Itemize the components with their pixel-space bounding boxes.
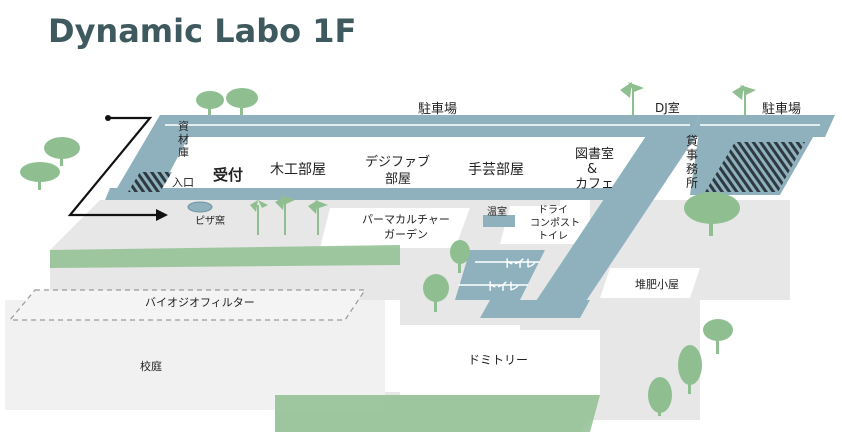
label-dry-compost-3: トイレ — [538, 231, 568, 242]
label-library-3: カフェ — [575, 177, 614, 192]
label-toilet-2: トイレ — [486, 280, 519, 293]
corridor-left — [110, 115, 200, 200]
label-storage-3: 庫 — [178, 145, 189, 159]
label-parking-right: 駐車場 — [762, 102, 801, 117]
entrance-arrow-icon — [67, 115, 168, 221]
label-library-2: & — [587, 162, 597, 177]
room-permaculture — [320, 208, 470, 248]
label-rental-4: 所 — [686, 176, 698, 190]
label-pizza-oven: ピザ窯 — [195, 214, 225, 227]
room-crafts — [422, 148, 552, 192]
label-woodwork: 木工部屋 — [270, 162, 326, 178]
ground-right — [590, 200, 790, 420]
corridor-bottom-right — [480, 300, 590, 318]
label-storage-2: 材 — [178, 132, 189, 146]
label-dry-compost-1: ドライ — [538, 204, 568, 216]
label-dj-room: DJ室 — [655, 100, 680, 115]
label-digifab-1: デジファブ — [365, 154, 430, 170]
label-crafts: 手芸部屋 — [468, 162, 524, 178]
label-rental-3: 務 — [686, 162, 698, 176]
corridor-top — [150, 115, 700, 137]
label-parking-top: 駐車場 — [418, 102, 457, 117]
greenhouse-block — [483, 215, 515, 227]
label-permaculture-1: パーマカルチャー — [362, 213, 450, 226]
room-woodwork — [243, 148, 352, 192]
label-greenhouse: 温室 — [487, 205, 507, 218]
corridor-lines — [165, 124, 820, 286]
parking-stripes — [128, 142, 805, 192]
grass-icon — [50, 245, 600, 432]
label-toilet-1: トイレ — [503, 257, 536, 270]
map-labels: 駐車場 DJ室 駐車場 資 材 庫 入口 受付 木工部屋 デジファブ 部屋 手芸… — [140, 100, 801, 373]
corridor-right-vertical — [530, 130, 700, 310]
corridor-bottom — [105, 188, 660, 200]
page-title: Dynamic Labo 1F — [48, 12, 356, 50]
label-digifab-2: 部屋 — [385, 172, 411, 187]
label-dormitory: ドミトリー — [468, 353, 528, 367]
pizza-oven-icon — [187, 201, 213, 213]
parking-left-stripes — [128, 172, 172, 192]
label-reception: 受付 — [213, 166, 243, 184]
tree-icon — [20, 88, 740, 416]
label-library-1: 図書室 — [575, 146, 614, 162]
label-compost-shed: 堆肥小屋 — [635, 278, 679, 291]
bio-filter-area — [8, 289, 367, 321]
label-entrance: 入口 — [172, 176, 194, 189]
rooms — [190, 142, 700, 395]
label-rental-2: 事 — [686, 148, 698, 162]
room-dormitory — [400, 330, 600, 395]
palm-tree-icon — [250, 82, 756, 235]
label-schoolyard: 校庭 — [140, 359, 162, 373]
room-dry-compost — [500, 206, 590, 244]
label-permaculture-2: ガーデン — [384, 227, 428, 241]
room-reception — [190, 148, 262, 192]
parking-right-stripes — [705, 142, 805, 192]
label-storage-1: 資 — [178, 120, 189, 133]
label-rental-1: 貸 — [686, 133, 698, 148]
label-bio-filter: バイオジオフィルター — [145, 296, 255, 309]
label-dry-compost-2: コンポスト — [530, 217, 580, 229]
room-digifab — [333, 148, 441, 192]
room-compost-shed — [600, 268, 700, 298]
